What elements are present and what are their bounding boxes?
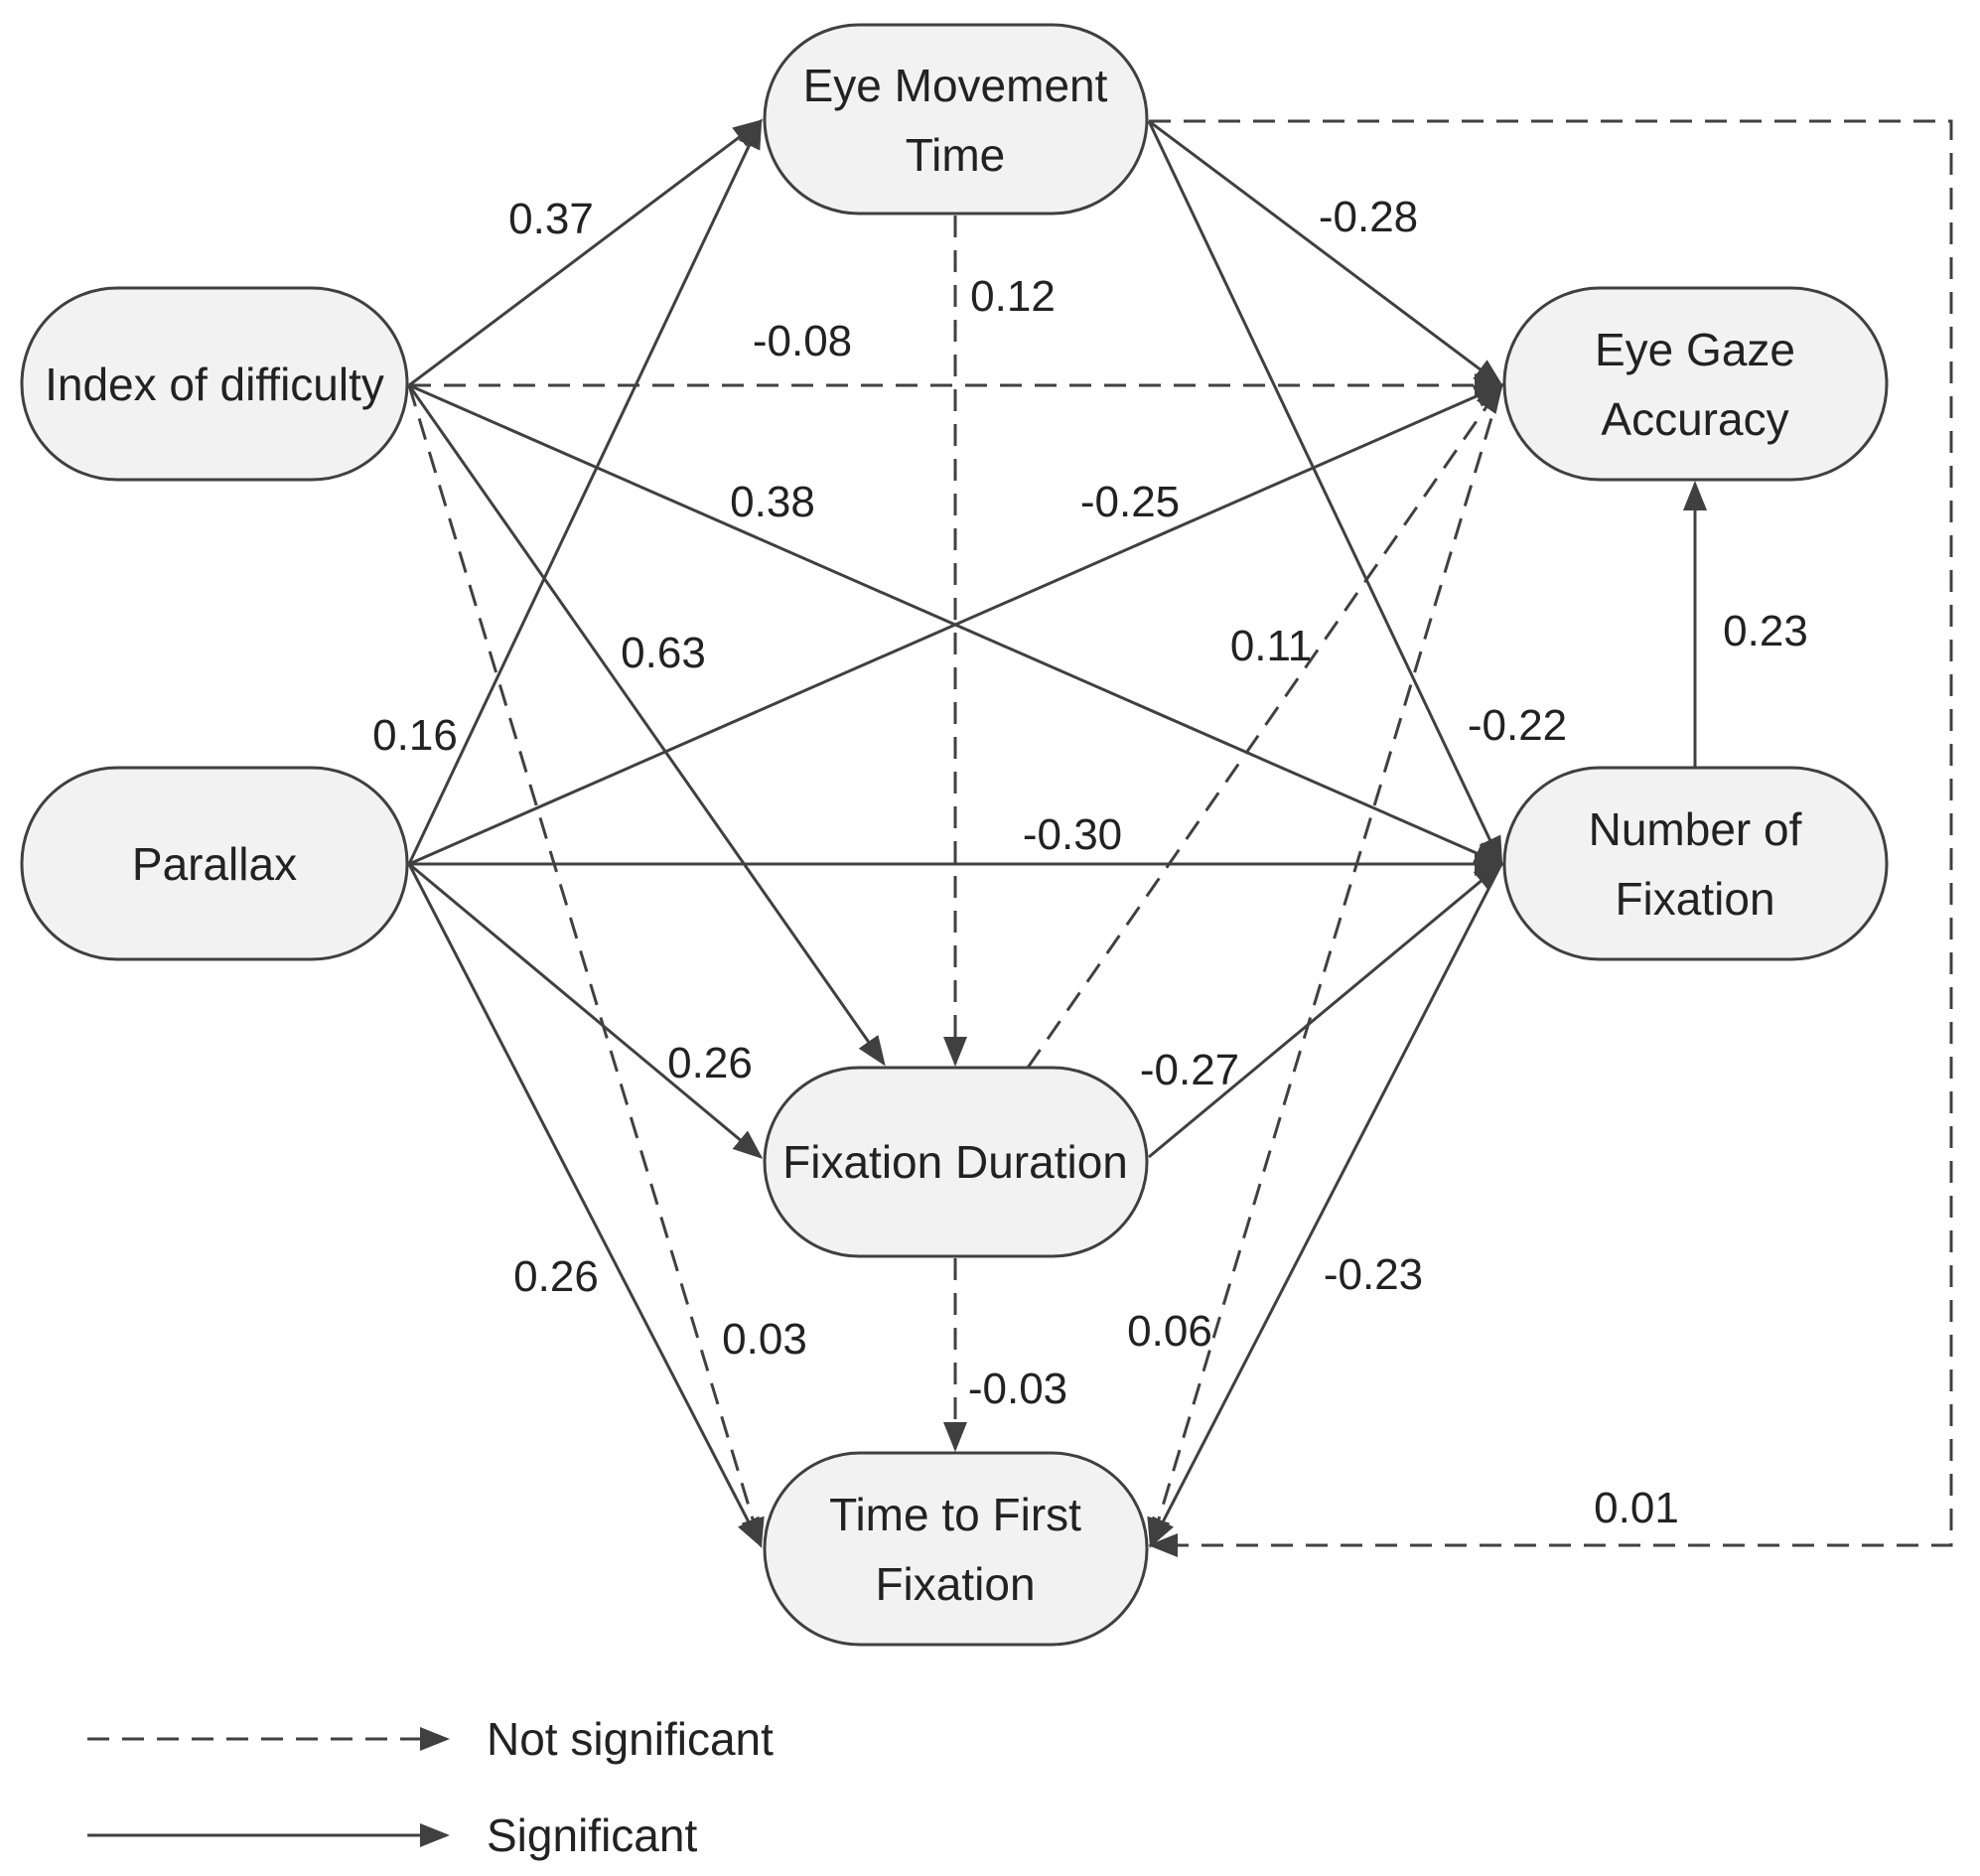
edge-emt-to-fd-coefficient: 0.12 (970, 272, 1056, 321)
node-time-to-first-fixation-line-1: Time to First (829, 1489, 1081, 1540)
edge-fd-to-nof-coefficient: -0.27 (1140, 1046, 1239, 1094)
edge-ega-to-ttf-coefficient: 0.06 (1127, 1307, 1212, 1356)
edge-id-to-ega-coefficient: -0.08 (753, 317, 852, 365)
edge-labels: 0.37 -0.08 0.38 0.63 0.03 0.16 -0.25 -0.30 0.26 0… (372, 193, 1808, 1532)
edge-fd-to-ega-coefficient: 0.11 (1230, 622, 1312, 670)
edge-emt-to-ttf-coefficient: 0.01 (1594, 1484, 1679, 1532)
legend-not-significant-label: Not significant (487, 1713, 774, 1765)
edge-par-to-fd-coefficient: 0.26 (667, 1039, 753, 1087)
edges (407, 118, 1953, 1557)
legend-significant-label: Significant (487, 1809, 697, 1861)
edge-emt-to-ega (1148, 119, 1504, 387)
node-eye-gaze-accuracy-line-2: Accuracy (1601, 393, 1788, 445)
legend: Not significant Significant (87, 1713, 774, 1861)
edge-fd-to-nof (1148, 862, 1504, 1159)
edge-par-to-emt-coefficient: 0.16 (372, 711, 458, 760)
node-eye-movement-time-line-2: Time (906, 129, 1006, 181)
edge-par-to-nof-coefficient: -0.30 (1023, 810, 1122, 859)
node-number-of-fixation-line-1: Number of (1589, 803, 1802, 855)
node-parallax-line-1: Parallax (132, 838, 297, 890)
edge-par-to-ega-coefficient: -0.25 (1080, 478, 1180, 526)
node-eye-gaze-accuracy-line-1: Eye Gaze (1595, 324, 1795, 375)
node-parallax: Parallax (20, 766, 409, 961)
node-index-of-difficulty-line-1: Index of difficulty (45, 359, 384, 410)
node-fixation-duration: Fixation Duration (763, 1066, 1149, 1258)
node-index-of-difficulty: Index of difficulty (20, 286, 409, 482)
edge-id-to-fd (407, 384, 886, 1067)
edge-id-to-emt (408, 119, 764, 387)
node-time-to-first-fixation: Time to First Fixation (763, 1451, 1149, 1647)
edge-ega-to-ttf (1147, 384, 1503, 1548)
edge-emt-to-nof-coefficient: -0.22 (1468, 701, 1567, 750)
edge-par-to-ttf-coefficient: 0.26 (513, 1252, 599, 1301)
node-eye-movement-time-line-1: Eye Movement (803, 60, 1108, 111)
edge-nof-to-ttf-coefficient: -0.23 (1324, 1250, 1423, 1299)
edge-id-to-ttf-coefficient: 0.03 (722, 1315, 807, 1364)
edge-fd-to-ttf-coefficient: -0.03 (968, 1365, 1067, 1413)
edge-id-to-fd-coefficient: 0.63 (621, 629, 706, 677)
edge-par-to-ega (408, 383, 1504, 866)
edge-par-to-ttf (407, 863, 763, 1548)
node-fixation-duration-line-1: Fixation Duration (782, 1136, 1128, 1188)
edge-emt-to-ttf (1148, 119, 1953, 1557)
edge-nof-to-ega-coefficient: 0.23 (1723, 607, 1808, 655)
node-number-of-fixation-line-2: Fixation (1615, 873, 1774, 925)
edge-id-to-nof-coefficient: 0.38 (730, 478, 815, 526)
edge-id-to-emt-coefficient: 0.37 (508, 195, 594, 243)
edge-par-to-emt (407, 118, 763, 865)
edge-nof-to-ttf (1149, 863, 1503, 1548)
edge-par-to-fd (408, 862, 764, 1159)
node-time-to-first-fixation-line-2: Fixation (875, 1558, 1035, 1610)
node-eye-movement-time: Eye Movement Time (763, 23, 1149, 216)
node-eye-gaze-accuracy: Eye Gaze Accuracy (1502, 286, 1889, 482)
edge-id-to-ttf (407, 384, 765, 1548)
edge-emt-to-ega-coefficient: -0.28 (1319, 193, 1418, 241)
node-number-of-fixation: Number of Fixation (1502, 766, 1889, 961)
edge-emt-to-nof (1147, 120, 1503, 867)
